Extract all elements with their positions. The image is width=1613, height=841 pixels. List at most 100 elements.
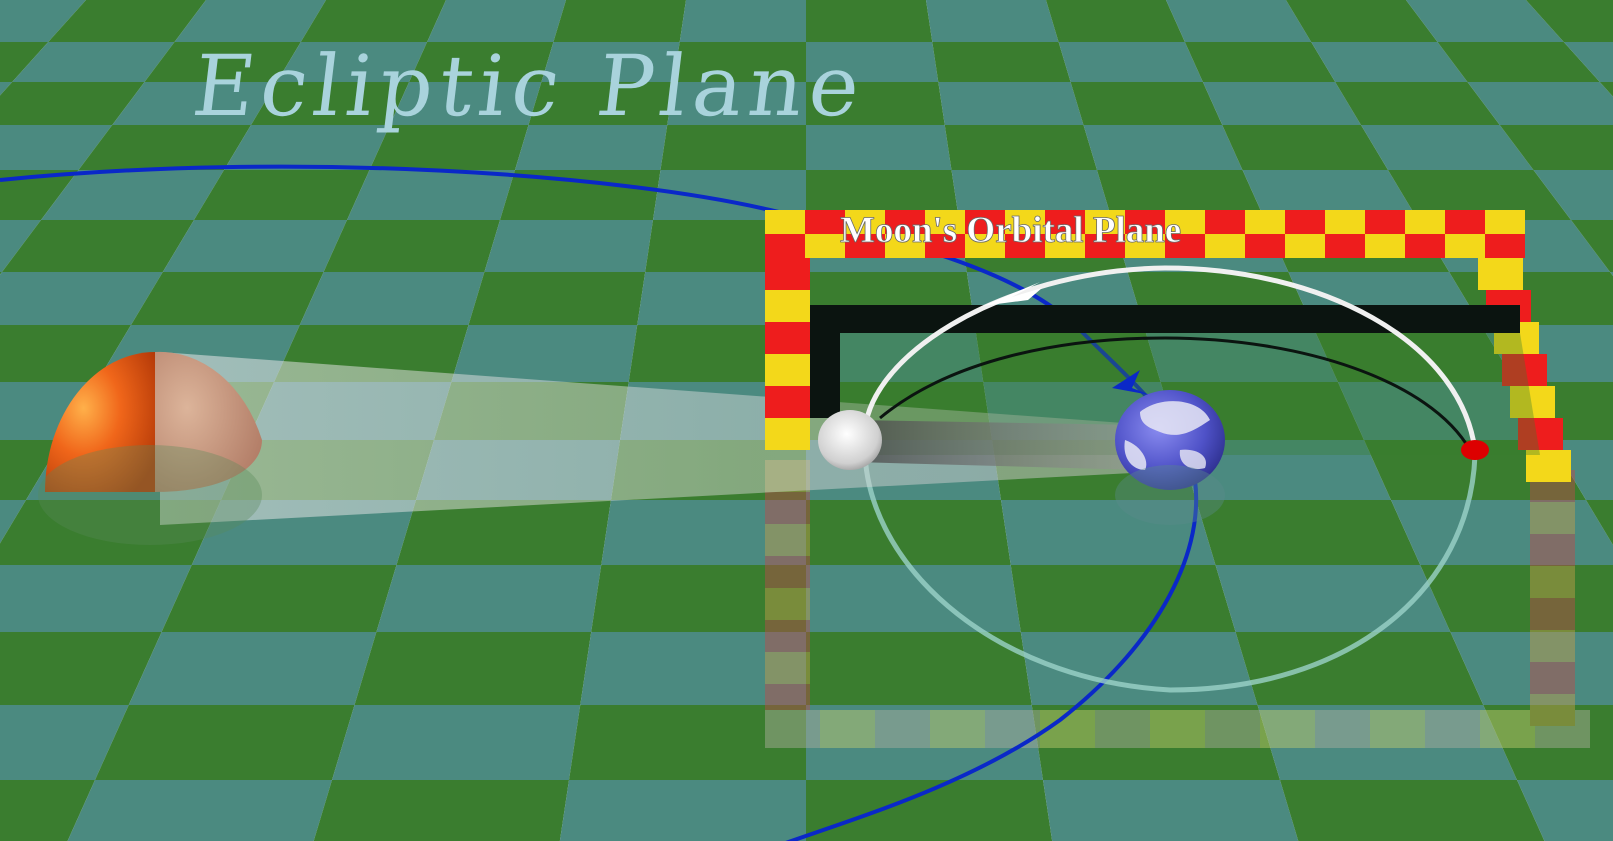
moon-orbit-upper-half	[862, 265, 1478, 451]
frame-segment	[1165, 234, 1205, 258]
frame-segment-faded	[765, 588, 810, 620]
checker-tile	[938, 82, 1084, 125]
frame-segment	[1005, 210, 1045, 234]
frame-segment	[1445, 210, 1485, 234]
checker-tile	[637, 272, 806, 325]
checker-tile	[1010, 565, 1236, 632]
earth-orbit-path	[0, 164, 1199, 841]
checker-tile	[354, 632, 592, 705]
frame-segment	[1325, 234, 1365, 258]
frame-segment-faded	[765, 710, 820, 748]
earth-orbit-arrow-icon	[1112, 370, 1150, 395]
checker-tile	[806, 632, 1032, 705]
checker-tile	[601, 500, 806, 565]
checker-tile	[1222, 125, 1388, 170]
checker-tile	[313, 780, 569, 841]
checker-tile	[1083, 125, 1243, 170]
frame-segment-faded	[1370, 710, 1425, 748]
checker-tile	[1043, 780, 1299, 841]
orbit-direction-arrowhead	[982, 288, 1042, 306]
checker-tile	[0, 42, 49, 82]
checker-tile	[1563, 42, 1613, 82]
checker-tile	[806, 325, 984, 382]
checker-tile	[376, 565, 602, 632]
checker-tile	[580, 632, 806, 705]
checker-tile	[144, 42, 301, 82]
checker-tile	[1001, 500, 1216, 565]
checker-tile	[806, 82, 945, 125]
frame-segment	[845, 234, 885, 258]
checker-tile	[1312, 325, 1516, 382]
frame-segment	[1045, 234, 1085, 258]
frame-segment	[1405, 210, 1445, 234]
checker-tile	[1046, 0, 1185, 42]
orbital-plane-inner-band	[810, 305, 1520, 418]
checker-tile	[667, 82, 806, 125]
checker-tile	[396, 500, 611, 565]
checker-tile	[1031, 705, 1280, 780]
checker-tile	[1202, 82, 1361, 125]
checker-tile	[0, 82, 13, 96]
checker-tile	[161, 565, 397, 632]
frame-segment	[1485, 234, 1525, 258]
checker-tile	[409, 42, 554, 82]
checker-tile	[515, 125, 668, 170]
frame-segment	[1445, 234, 1485, 258]
checker-tile	[553, 0, 686, 42]
frame-segment	[845, 210, 885, 234]
sunlight-beam	[160, 352, 1150, 525]
checker-tile	[1337, 382, 1550, 440]
checker-tile	[41, 170, 224, 220]
frame-segment-faded	[765, 492, 810, 524]
checker-tile	[0, 272, 163, 325]
checker-tile	[1533, 170, 1613, 220]
checker-tile	[1286, 0, 1438, 42]
checker-tile	[0, 220, 41, 272]
frame-segment	[1365, 234, 1405, 258]
frame-segment	[1485, 210, 1525, 234]
checker-tile	[299, 272, 485, 325]
frame-segment	[885, 234, 925, 258]
checker-tile	[1450, 632, 1613, 705]
frame-segment	[1005, 234, 1045, 258]
frame-segment-faded	[1480, 710, 1535, 748]
checker-tile	[12, 42, 175, 82]
checker-tile	[806, 780, 1053, 841]
frame-segment-faded	[1530, 694, 1575, 726]
checker-tile	[1311, 42, 1468, 82]
frame-segment-faded	[875, 710, 930, 748]
checker-tile	[806, 705, 1043, 780]
checker-tile	[1280, 780, 1545, 841]
checker-tile	[369, 125, 529, 170]
checker-tile	[0, 125, 113, 170]
checker-tile	[0, 632, 162, 705]
earth-sphere-icon	[1115, 390, 1225, 525]
checker-tile	[427, 0, 566, 42]
checker-tile	[944, 125, 1097, 170]
checker-tile	[679, 0, 806, 42]
frame-segment-faded	[930, 710, 985, 748]
frame-segment-faded	[1530, 566, 1575, 598]
frame-segment	[1125, 210, 1165, 234]
frame-segment	[805, 210, 845, 234]
checker-tile	[1526, 0, 1613, 42]
checker-tile	[1196, 500, 1421, 565]
frame-segment	[1245, 210, 1285, 234]
checker-tile	[1097, 170, 1265, 220]
checker-tile	[1257, 705, 1517, 780]
frame-segment-faded	[1095, 710, 1150, 748]
checker-tile	[48, 0, 207, 42]
frame-segment	[765, 290, 810, 322]
checker-tile	[660, 125, 806, 170]
moon-orbital-plane-label: Moon's Orbital Plane	[840, 210, 1181, 251]
frame-segment	[965, 210, 1005, 234]
checker-tile	[332, 705, 581, 780]
checker-tile	[276, 42, 428, 82]
checker-tile	[806, 125, 952, 170]
frame-segment	[1125, 234, 1165, 258]
checker-tile	[806, 170, 959, 220]
checker-tile	[78, 125, 251, 170]
checker-tile	[1499, 125, 1613, 170]
checker-tile	[1391, 500, 1613, 565]
